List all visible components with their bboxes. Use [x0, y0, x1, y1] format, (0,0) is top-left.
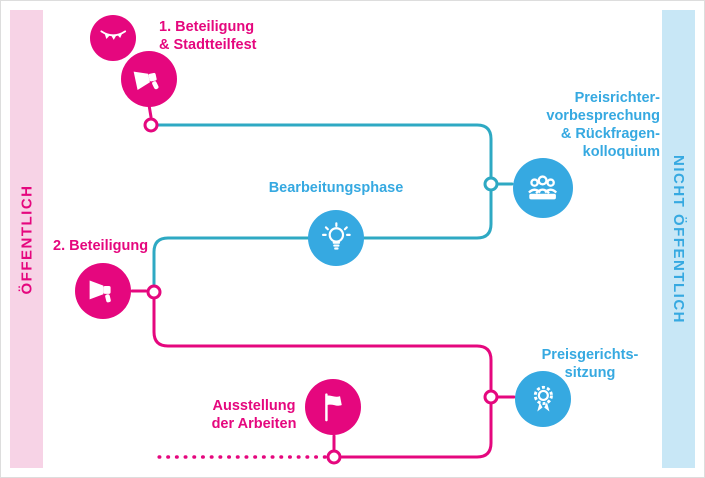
node-preisgerichtssitzung — [515, 371, 571, 427]
megaphone-icon — [89, 280, 111, 303]
jury-icon — [528, 175, 558, 200]
connector-dot — [326, 449, 342, 465]
label-bearbeitungsphase: Bearbeitungsphase — [268, 180, 404, 196]
connector-dot — [483, 176, 499, 192]
lightbulb-icon — [321, 221, 351, 250]
label-beteiligung-2: 2. Beteiligung — [53, 238, 149, 254]
connector-line — [340, 402, 493, 459]
label-preisrichtervorbesprechung: Preisrichter- vorbesprechung & Rückfrage… — [546, 90, 660, 161]
award-icon — [533, 385, 553, 412]
node-preisrichtervorbesprechung — [513, 158, 573, 218]
node-beteiligung-1 — [121, 51, 177, 107]
label-preisgerichtssitzung: Preisgerichts- sitzung — [541, 347, 639, 382]
connector-dot — [146, 284, 162, 300]
band-public: ÖFFENTLICH — [10, 10, 43, 468]
node-ausstellung — [305, 379, 361, 435]
node-beteiligung-1-fest — [90, 15, 136, 61]
label-ausstellung: Ausstellung der Arbeiten — [211, 398, 297, 433]
band-not-public: NICHT ÖFFENTLICH — [662, 10, 695, 468]
connector-dot — [143, 117, 159, 133]
connector-line — [152, 297, 493, 391]
connector-line — [156, 123, 493, 179]
connector-dot — [483, 389, 499, 405]
label-beteiligung-1: 1. Beteiligung & Stadtteilfest — [159, 19, 257, 54]
megaphone-icon — [133, 71, 159, 90]
flag-icon — [324, 393, 342, 421]
node-bearbeitungsphase — [308, 210, 364, 266]
connector-line — [147, 103, 153, 119]
node-beteiligung-2 — [75, 263, 131, 319]
bunting-icon — [100, 30, 126, 40]
